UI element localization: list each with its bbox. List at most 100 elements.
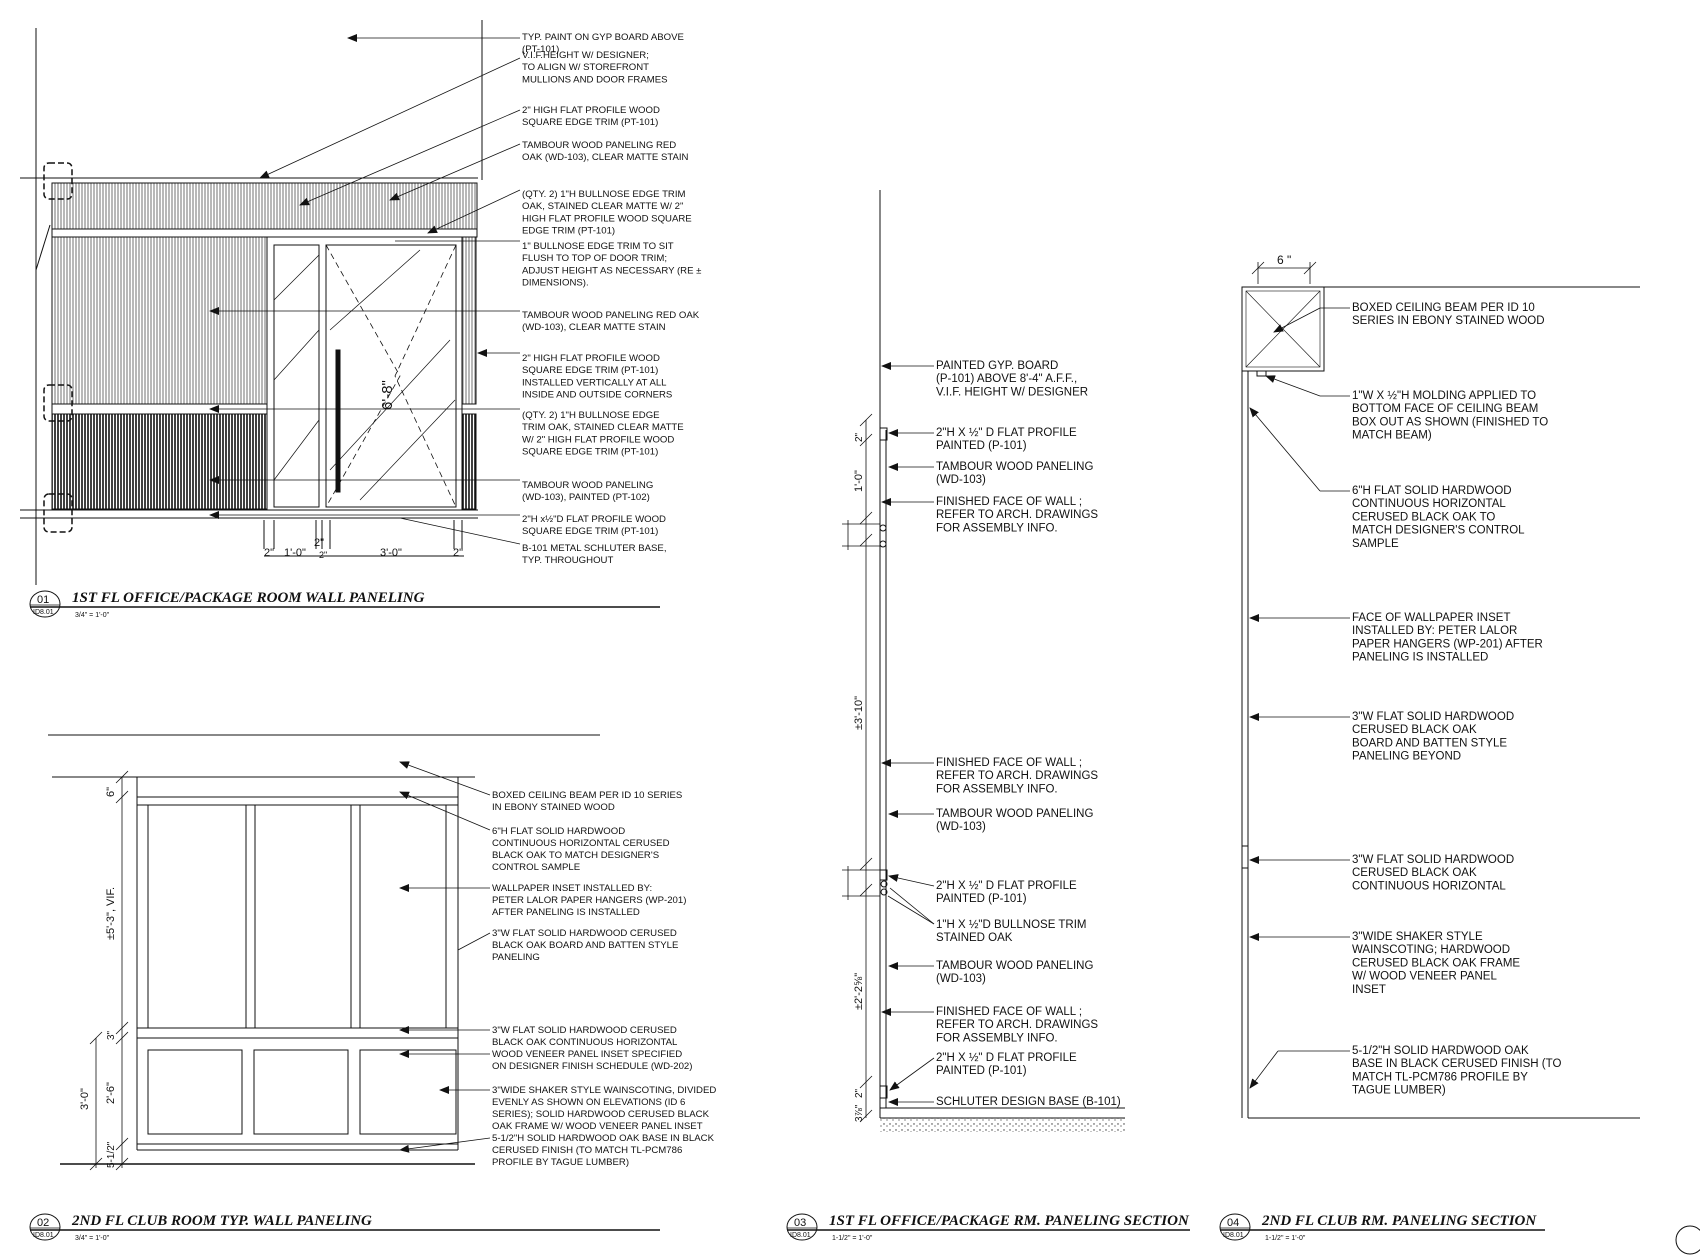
- annotation-line: BOXED CEILING BEAM PER ID 10: [1352, 302, 1535, 314]
- annotation-line: REFER TO ARCH. DRAWINGS: [936, 509, 1098, 521]
- detail-number: 01: [37, 594, 49, 606]
- annotation-line: INSIDE AND OUTSIDE CORNERS: [522, 390, 672, 401]
- annotation-line: W/ WOOD VENEER PANEL: [1352, 971, 1497, 983]
- annotation-note: 3"WIDE SHAKER STYLE WAINSCOTING, DIVIDED…: [492, 1085, 716, 1132]
- annotation-note: TAMBOUR WOOD PANELING RED OAK(WD-103), C…: [522, 310, 700, 333]
- elevation-01-notes: TYP. PAINT ON GYP BOARD ABOVE(PT-101)V.I…: [522, 32, 701, 566]
- dim-text: ±3'-10": [853, 696, 865, 730]
- dim-text: 2": [854, 432, 865, 442]
- annotation-line: TAMBOUR WOOD PANELING RED: [522, 140, 676, 151]
- annotation-line: CONTINUOUS HORIZONTAL CERUSED: [492, 838, 670, 849]
- annotation-line: CERUSED BLACK OAK: [1352, 724, 1477, 736]
- elevation-01-dimensions: 2" 1'-0" 2" 3'-0" 2" 2" 6'-8": [264, 380, 463, 560]
- annotation-line: REFER TO ARCH. DRAWINGS: [936, 1019, 1098, 1031]
- annotation-note: TAMBOUR WOOD PANELING(WD-103): [936, 960, 1093, 985]
- annotation-line: (WD-103): [936, 821, 986, 833]
- door-height-dim: 6'-8": [379, 380, 396, 410]
- annotation-line: REFER TO ARCH. DRAWINGS: [936, 770, 1098, 782]
- detail-bubble: [29, 590, 61, 618]
- dim-text: ±5'-3", VIF.: [105, 887, 117, 940]
- annotation-line: 2"H X ½" D FLAT PROFILE: [936, 880, 1077, 892]
- annotation-line: TAGUE LUMBER): [1352, 1085, 1446, 1097]
- section-04-dimensions: 6 ": [1277, 253, 1291, 267]
- dim-text: 5-1/2": [106, 1141, 117, 1168]
- dim-text: 1'-0": [284, 547, 306, 559]
- detail-title: 1ST FL OFFICE/PACKAGE RM. PANELING SECTI…: [829, 1213, 1190, 1229]
- annotation-line: TAMBOUR WOOD PANELING: [936, 461, 1093, 473]
- dim-text: 2": [314, 537, 324, 549]
- annotation-line: WAINSCOTING; HARDWOOD: [1352, 944, 1510, 956]
- annotation-line: CERUSED BLACK OAK: [1352, 867, 1477, 879]
- annotation-line: TYP. THROUGHOUT: [522, 555, 613, 566]
- annotation-line: 5-1/2"H SOLID HARDWOOD OAK BASE IN BLACK: [492, 1133, 715, 1144]
- detail-sheet: ID8.01: [1223, 1232, 1244, 1239]
- annotation-line: PANELING: [492, 952, 540, 963]
- annotation-line: PAINTED (P-101): [936, 1065, 1027, 1077]
- annotation-line: OAK FRAME W/ WOOD VENEER PANEL INSET: [492, 1121, 703, 1132]
- annotation-line: ON DESIGNER FINISH SCHEDULE (WD-202): [492, 1061, 692, 1072]
- annotation-line: SQUARE EDGE TRIM (PT-101): [522, 365, 658, 376]
- detail-title: 2ND FL CLUB ROOM TYP. WALL PANELING: [71, 1213, 372, 1229]
- annotation-line: FLUSH TO TOP OF DOOR TRIM;: [522, 253, 667, 264]
- annotation-line: MULLIONS AND DOOR FRAMES: [522, 74, 668, 85]
- annotation-line: ADJUST HEIGHT AS NECESSARY (RE ±: [522, 265, 701, 276]
- annotation-note: TAMBOUR WOOD PANELING(WD-103), PAINTED (…: [522, 480, 653, 503]
- annotation-line: SERIES IN EBONY STAINED WOOD: [1352, 315, 1545, 327]
- dim-text: 2": [854, 1088, 865, 1098]
- annotation-line: BOX OUT AS SHOWN (FINISHED TO: [1352, 416, 1548, 428]
- annotation-line: IN EBONY STAINED WOOD: [492, 802, 615, 813]
- dim-text: 2": [319, 550, 327, 560]
- annotation-note: TYP. PAINT ON GYP BOARD ABOVE(PT-101): [522, 32, 684, 55]
- annotation-line: TAMBOUR WOOD PANELING RED OAK: [522, 310, 700, 321]
- annotation-line: W/ 2" HIGH FLAT PROFILE WOOD: [522, 434, 674, 445]
- annotation-line: CONTINUOUS HORIZONTAL: [1352, 498, 1506, 510]
- annotation-line: INSTALLED BY: PETER LALOR: [1352, 625, 1517, 637]
- annotation-line: HIGH FLAT PROFILE WOOD SQUARE: [522, 213, 692, 224]
- annotation-line: STAINED OAK: [936, 932, 1013, 944]
- detail-sheet: ID8.01: [33, 1232, 54, 1239]
- annotation-line: SQUARE EDGE TRIM (PT-101): [522, 117, 658, 128]
- annotation-line: 3"W FLAT SOLID HARDWOOD CERUSED: [492, 928, 677, 939]
- dim-text: 3": [106, 1030, 117, 1040]
- annotation-note: WALLPAPER INSET INSTALLED BY:PETER LALOR…: [492, 883, 686, 918]
- annotation-line: 3"WIDE SHAKER STYLE WAINSCOTING, DIVIDED: [492, 1085, 716, 1096]
- elevation-01-drawing: [20, 20, 660, 608]
- title-block-04: 04 ID8.01 2ND FL CLUB RM. PANELING SECTI…: [1219, 1213, 1537, 1242]
- annotation-line: FINISHED FACE OF WALL ;: [936, 496, 1082, 508]
- annotation-note: B-101 METAL SCHLUTER BASE,TYP. THROUGHOU…: [522, 543, 666, 566]
- annotation-note: FINISHED FACE OF WALL ;REFER TO ARCH. DR…: [936, 757, 1098, 795]
- detail-scale: 1-1/2" = 1'-0": [1265, 1235, 1306, 1242]
- title-block-03: 03 ID8.01 1ST FL OFFICE/PACKAGE RM. PANE…: [786, 1213, 1190, 1242]
- annotation-line: (QTY. 2) 1"H BULLNOSE EDGE: [522, 410, 660, 421]
- dim-text: 2'-6": [105, 1082, 117, 1104]
- annotation-line: PROFILE BY TAGUE LUMBER): [492, 1157, 629, 1168]
- annotation-note: PAINTED GYP. BOARD(P-101) ABOVE 8'-4" A.…: [936, 360, 1088, 398]
- north-arrow: [1675, 1225, 1700, 1255]
- detail-sheet: ID8.01: [790, 1232, 811, 1239]
- annotation-note: FINISHED FACE OF WALL ;REFER TO ARCH. DR…: [936, 496, 1098, 534]
- detail-sheet: ID8.01: [33, 609, 54, 616]
- annotation-line: MATCH TL-PCM786 PROFILE BY: [1352, 1071, 1528, 1083]
- annotation-line: INSET: [1352, 984, 1386, 996]
- annotation-line: CERUSED BLACK OAK FRAME: [1352, 957, 1520, 969]
- annotation-line: BOARD AND BATTEN STYLE: [1352, 737, 1507, 749]
- annotation-line: 1"H X ½"D BULLNOSE TRIM: [936, 919, 1086, 931]
- annotation-note: SCHLUTER DESIGN BASE (B-101): [936, 1096, 1121, 1108]
- annotation-line: 2" HIGH FLAT PROFILE WOOD: [522, 353, 660, 364]
- annotation-note: V.I.F.HEIGHT W/ DESIGNER;TO ALIGN W/ STO…: [522, 50, 668, 85]
- detail-title: 1ST FL OFFICE/PACKAGE ROOM WALL PANELING: [72, 590, 425, 606]
- annotation-line: 1"W X ½"H MOLDING APPLIED TO: [1352, 390, 1536, 402]
- annotation-line: PETER LALOR PAPER HANGERS (WP-201): [492, 895, 686, 906]
